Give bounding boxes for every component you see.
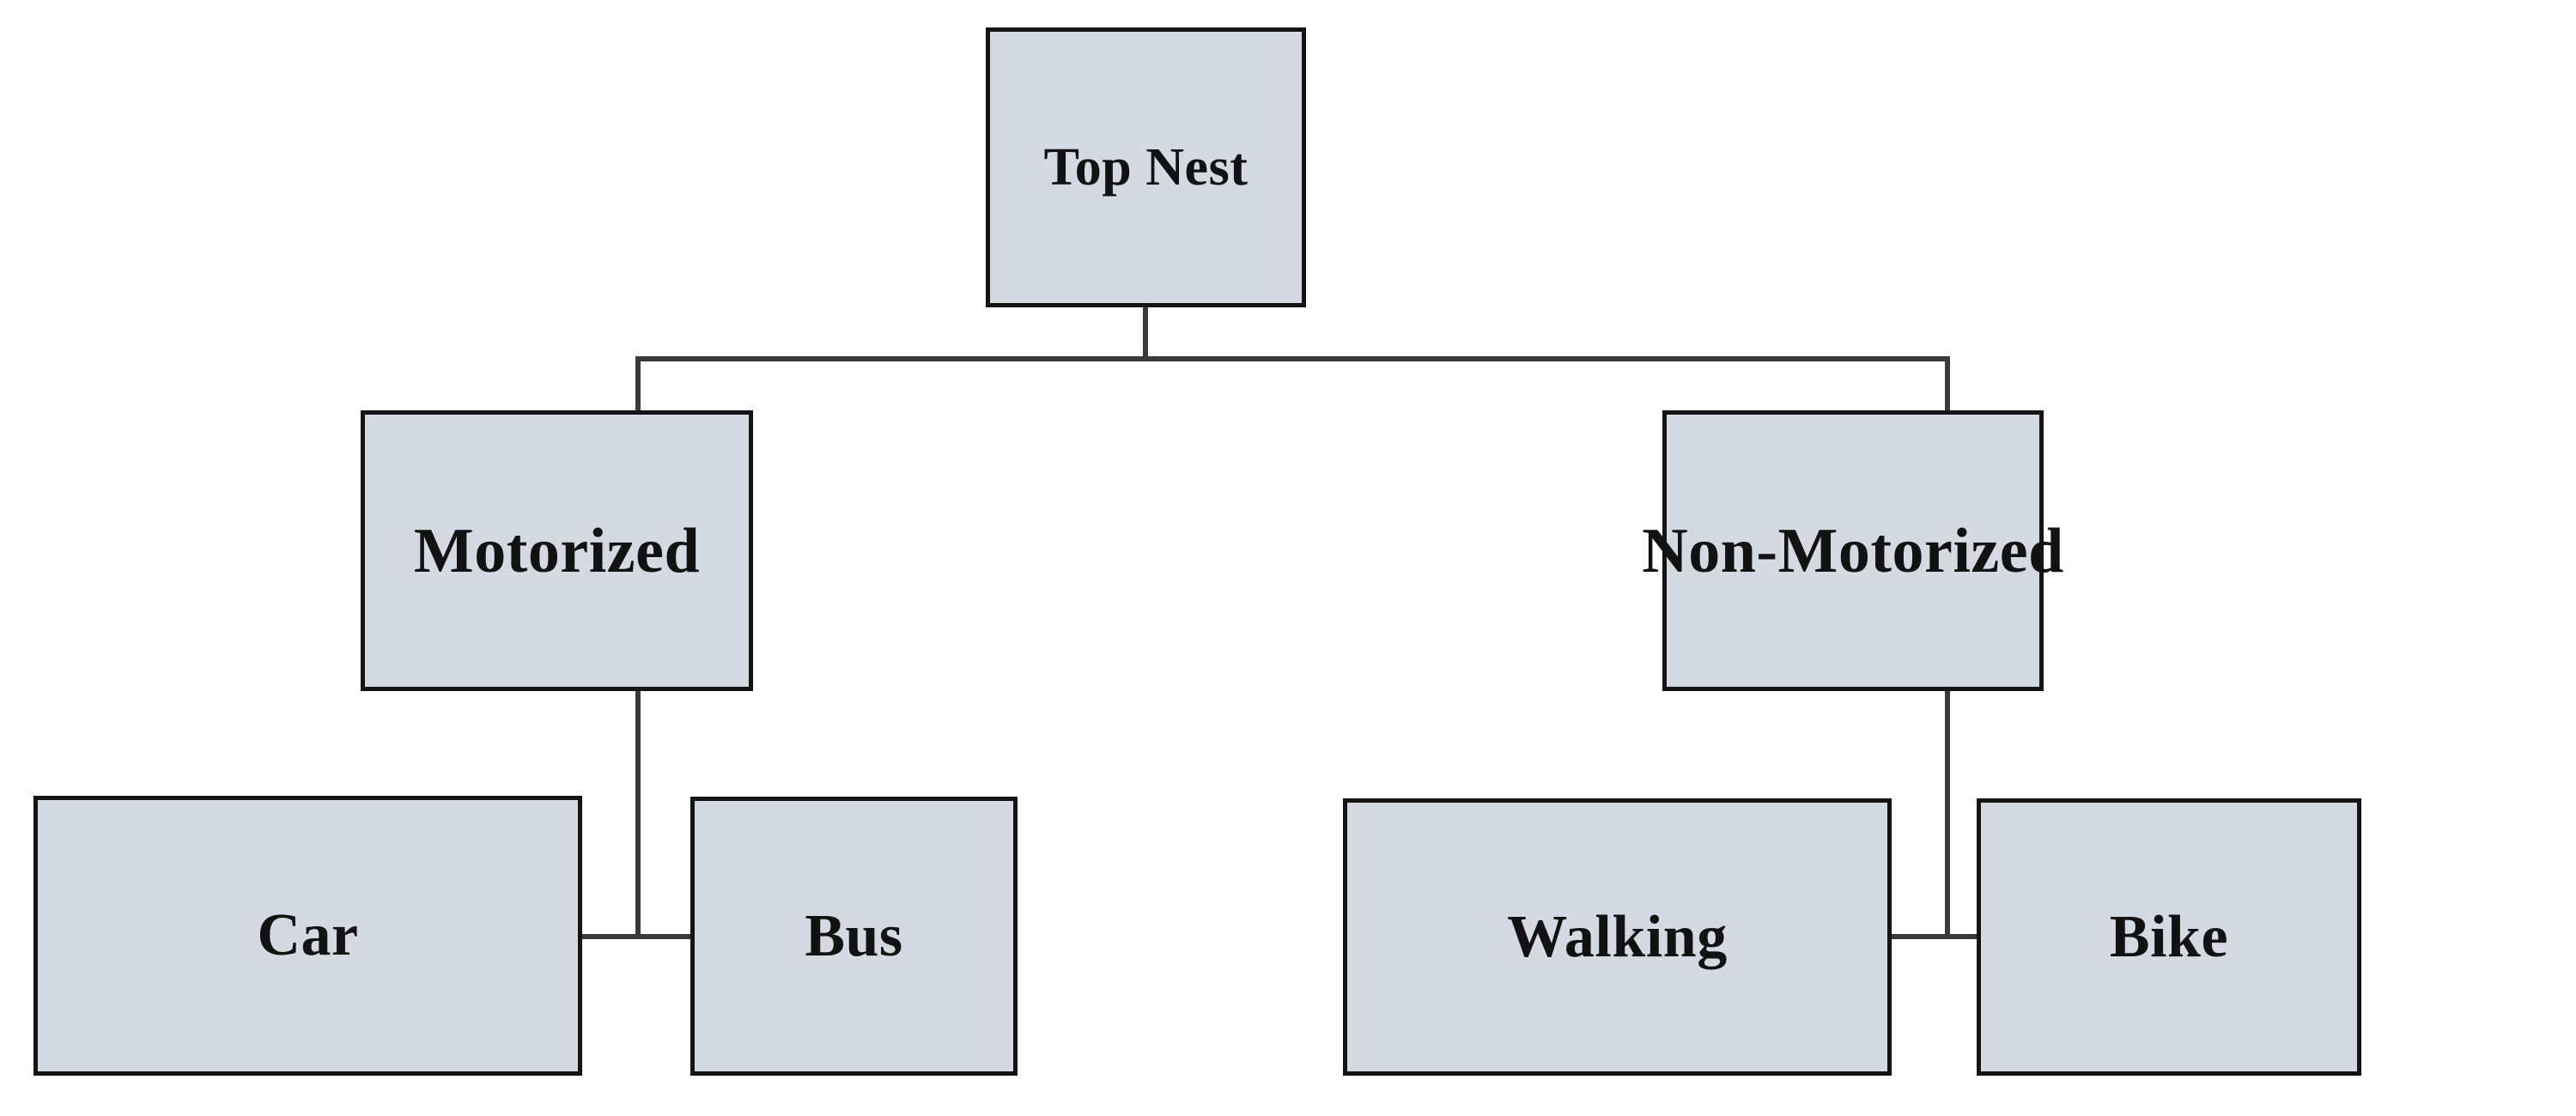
node-top-nest[interactable]: Top Nest: [986, 27, 1306, 307]
node-label-motorized: Motorized: [413, 515, 701, 586]
edge-to-non-motorized: [1945, 356, 1950, 412]
edge-motorized-stem: [635, 689, 641, 939]
node-label-non-motorized: Non-Motorized: [1642, 515, 2064, 586]
node-label-bike: Bike: [2109, 903, 2229, 970]
edge-non-motorized-children-bar: [1888, 934, 1980, 939]
node-non-motorized[interactable]: Non-Motorized: [1642, 410, 2063, 691]
node-bus[interactable]: Bus: [690, 797, 1018, 1076]
node-label-bus: Bus: [805, 902, 903, 969]
node-label-walking: Walking: [1507, 903, 1728, 970]
edge-topnest-stem: [1143, 306, 1148, 361]
node-car[interactable]: Car: [33, 796, 582, 1076]
edge-motorized-children-bar: [579, 934, 694, 939]
node-label-top-nest: Top Nest: [1043, 138, 1249, 197]
edge-non-motorized-stem: [1945, 689, 1950, 939]
edge-level1-bar: [636, 356, 1950, 361]
edge-to-motorized: [635, 356, 641, 412]
node-bike[interactable]: Bike: [1977, 798, 2361, 1076]
node-walking[interactable]: Walking: [1343, 798, 1892, 1076]
node-motorized[interactable]: Motorized: [361, 410, 753, 691]
node-label-car: Car: [257, 902, 359, 968]
